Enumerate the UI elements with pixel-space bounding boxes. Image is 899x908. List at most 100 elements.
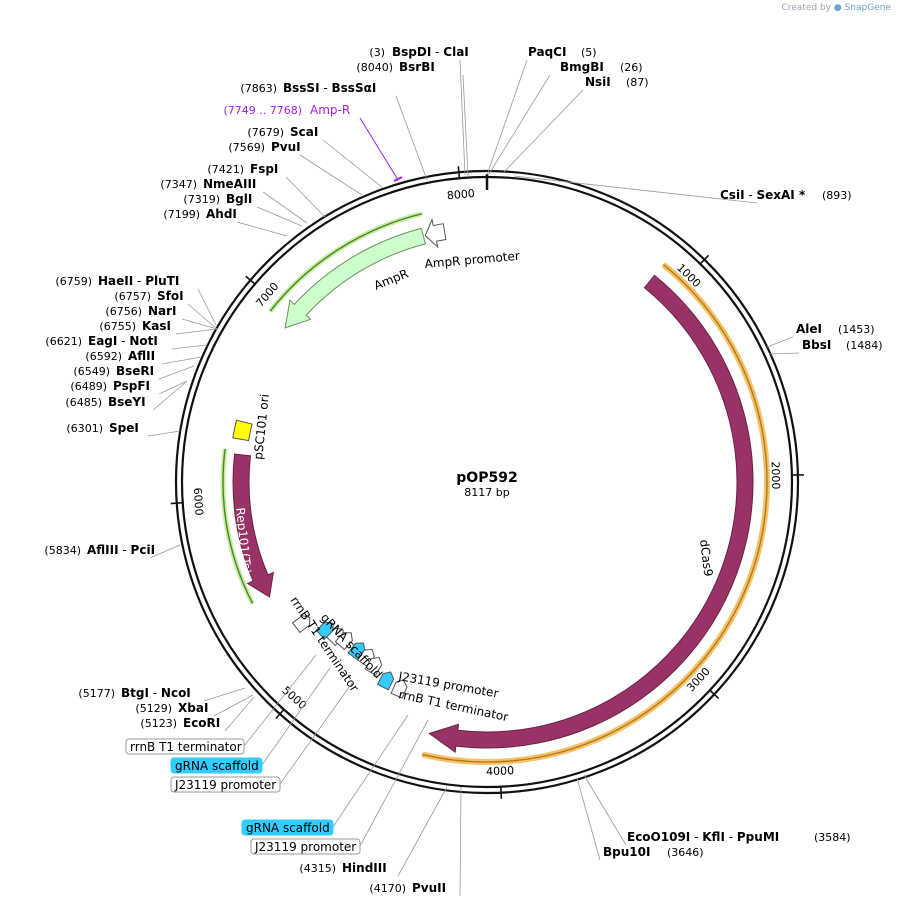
enzyme-label-paqci: PaqCI: [528, 45, 566, 59]
rrnb-terminator-3-shape: [364, 656, 383, 676]
rep101-orf-line: [222, 448, 254, 604]
feature-arrows: [220, 211, 770, 765]
ampr-orf-line: [269, 213, 423, 312]
enzyme-label-alei: AleI: [796, 322, 822, 336]
enzyme-position: (7347): [160, 178, 197, 191]
enzyme-position: (6301): [66, 422, 103, 435]
enzyme-leader: [583, 774, 627, 846]
enzyme-leader: [152, 381, 187, 411]
enzyme-leader: [149, 544, 181, 559]
snapgene-logo: ●: [833, 3, 845, 13]
ruler-tick: [275, 708, 286, 720]
enzyme-name: HindIII: [342, 861, 387, 875]
enzyme-label-bmgbi: BmgBI: [560, 60, 604, 74]
enzyme-name: AflII: [128, 349, 155, 363]
grna-scaffold-3-shape: [376, 671, 395, 691]
enzyme-label-nsii: NsiI: [585, 75, 611, 89]
misc-feature-leader: [359, 117, 399, 181]
enzyme-leader: [175, 328, 218, 335]
ruler-tick: [698, 254, 710, 266]
enzyme-name: BssSI: [283, 81, 320, 95]
enzyme-name: BmgBI: [560, 60, 604, 74]
enzyme-position: (1453): [838, 323, 875, 336]
enzyme-label-fspi: FspI: [250, 162, 278, 176]
boxed-label-bg: [170, 757, 263, 774]
boxed-label-bg: [241, 819, 334, 836]
enzyme-label-sfoi: SfoI: [157, 289, 184, 303]
enzyme-name: NsiI: [585, 75, 611, 89]
enzyme-leader: [262, 191, 308, 224]
enzyme-leader: [158, 365, 195, 380]
ruler-tick-label: 8000: [446, 187, 475, 202]
enzyme-leader: [397, 786, 448, 877]
plasmid-name: pOP592: [456, 470, 517, 486]
enzyme-name: AhdI: [206, 207, 237, 221]
boxed-label-bg: [170, 776, 281, 793]
boxed-label-bg: [250, 838, 361, 855]
enzyme-name: KflI: [702, 830, 725, 844]
enzyme-leader: [256, 206, 303, 227]
enzyme-leader: [503, 89, 584, 173]
boxed-label-gRNA: gRNA scaffold: [246, 821, 330, 835]
enzyme-name: FspI: [250, 162, 278, 176]
enzyme-position: (7679): [247, 126, 284, 139]
enzyme-leader: [147, 430, 181, 437]
enzyme-name: HaeII: [98, 274, 133, 288]
enzyme-leader: [459, 786, 462, 897]
misc-feature-pos: (7749 .. 7768): [223, 104, 302, 117]
enzyme-position: (3): [369, 46, 385, 59]
enzyme-label-btgi: BtgI - NcoI: [121, 686, 191, 700]
enzyme-leader: [322, 139, 384, 189]
enzyme-position: (7569): [228, 141, 265, 154]
enzyme-label-nari: NarI: [148, 304, 177, 318]
ruler-tick: [708, 688, 720, 699]
enzyme-label-bseyi: BseYI: [108, 395, 146, 409]
enzyme-position: (5177): [78, 687, 115, 700]
enzyme-name: KasI: [142, 319, 171, 333]
enzyme-label-eagi: EagI - NotI: [88, 334, 158, 348]
enzyme-position: (6759): [55, 275, 92, 288]
feature-label-rep101: Rep101(Ts): [233, 507, 254, 575]
ruler-tick-label: 5000: [279, 684, 309, 712]
enzyme-label-bsrbi: BsrBI: [399, 60, 435, 74]
enzyme-name: NmeAIII: [203, 177, 256, 191]
enzyme-position: (87): [626, 76, 649, 89]
boxed-label-promoter: J23119 promoter: [254, 840, 356, 854]
enzyme-leader: [181, 318, 218, 330]
dcas9-orf-line: [422, 263, 768, 763]
enzyme-name: BspDI: [392, 45, 431, 59]
enzyme-name: PaqCI: [528, 45, 566, 59]
enzyme-label-csii: CsiI - SexAI *: [720, 188, 806, 202]
enzyme-label-haeii: HaeII - PluTI: [98, 274, 179, 288]
enzyme-leader: [513, 175, 758, 204]
enzyme-leader: [213, 694, 254, 717]
enzyme-name: PvuII: [412, 881, 446, 895]
boxed-label-leader: [261, 667, 331, 766]
rrnb-terminator-2-shape: [334, 632, 353, 651]
plasmid-length: 8117 bp: [464, 486, 509, 499]
enzyme-label-nmeaiii: NmeAIII: [203, 177, 256, 191]
dcas9-arrow: [428, 274, 754, 754]
enzyme-label-pvuii: PvuII: [412, 881, 446, 895]
enzyme-position: (3646): [667, 846, 704, 859]
enzyme-leader: [768, 352, 800, 355]
ruler-tick: [457, 166, 461, 180]
enzyme-label-kasi: KasI: [142, 319, 171, 333]
enzyme-label-bbsi: BbsI: [802, 338, 831, 352]
enzyme-name: EagI: [88, 334, 117, 348]
boxed-label-leader: [359, 719, 429, 847]
credit-product: SnapGene: [844, 3, 891, 13]
feature-label-dcas9: dCas9: [697, 539, 715, 578]
enzyme-position: (6489): [70, 380, 107, 393]
snapgene-credit: Created by ● SnapGene: [781, 3, 891, 13]
enzyme-position: (6757): [114, 290, 151, 303]
ruler-tick-label: 4000: [486, 764, 515, 778]
enzyme-leader: [161, 356, 202, 365]
enzyme-name: ClaI: [443, 45, 468, 59]
enzyme-leader: [488, 74, 551, 175]
boxed-label-leader: [243, 654, 317, 747]
enzyme-name: NcoI: [161, 686, 191, 700]
enzyme-leader: [224, 696, 255, 732]
enzyme-name: ScaI: [290, 125, 318, 139]
